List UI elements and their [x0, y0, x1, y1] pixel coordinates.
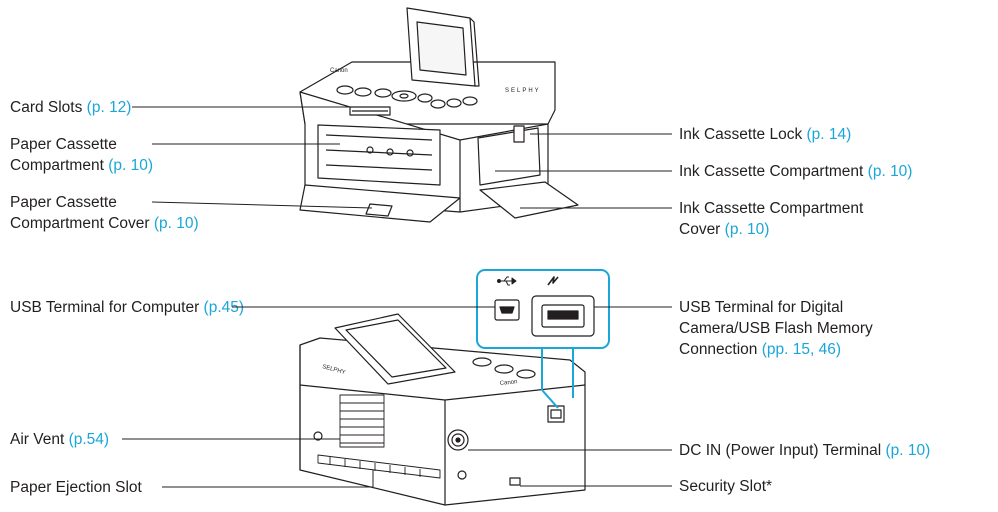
direct-print-icon	[547, 276, 559, 286]
ink-cassette-lock	[513, 125, 525, 143]
canon-logo-rear: Canon	[500, 379, 518, 387]
paper-cassette-cover	[299, 184, 461, 223]
label-card-slots: Card Slots (p. 12)	[10, 99, 132, 116]
ink-cassette-cover	[479, 181, 579, 219]
paper-cassette-compartment	[317, 124, 441, 186]
ink-cassette-compartment	[477, 127, 541, 186]
label-paper-ejection-slot: Paper Ejection Slot	[10, 479, 142, 496]
lcd-panel-back	[334, 313, 456, 385]
usb-callout-contents	[494, 276, 595, 337]
security-slot	[509, 477, 521, 486]
label-air-vent: Air Vent (p.54)	[10, 431, 110, 448]
label-ink-cassette-lock: Ink Cassette Lock (p. 14)	[679, 126, 852, 143]
printer-rear-view: SELPHY Canon	[299, 313, 586, 506]
lcd-screen	[416, 21, 467, 76]
label-usb-terminal-digital-camera: USB Terminal for Digital Camera/USB Flas…	[679, 299, 873, 358]
rear-foot	[313, 431, 323, 441]
leader-lines-rear	[122, 306, 672, 488]
label-ink-cassette-compartment-cover: Ink Cassette Compartment Cover (p. 10)	[679, 200, 864, 238]
usb-icon	[497, 276, 517, 286]
usb-callout	[476, 269, 610, 409]
label-ink-cassette-compartment: Ink Cassette Compartment (p. 10)	[679, 163, 913, 180]
leader-lines-top	[132, 106, 672, 209]
air-vent	[339, 394, 385, 448]
label-security-slot: Security Slot*	[679, 478, 773, 495]
selphy-wordmark-rear: SELPHY	[321, 364, 345, 376]
selphy-wordmark: SELPHY	[505, 88, 541, 94]
label-paper-cassette-compartment-cover: Paper Cassette Compartment Cover (p. 10)	[10, 194, 199, 232]
paper-ejection-slot	[317, 454, 441, 479]
printer-top-view: SELPHY Canon	[299, 7, 579, 223]
control-buttons	[336, 85, 478, 109]
label-paper-cassette-compartment: Paper Cassette Compartment (p. 10)	[10, 136, 154, 174]
canon-logo: Canon	[330, 68, 348, 74]
label-dc-in-terminal: DC IN (Power Input) Terminal (p. 10)	[679, 442, 931, 459]
label-usb-terminal-computer: USB Terminal for Computer (p.45)	[10, 299, 245, 316]
